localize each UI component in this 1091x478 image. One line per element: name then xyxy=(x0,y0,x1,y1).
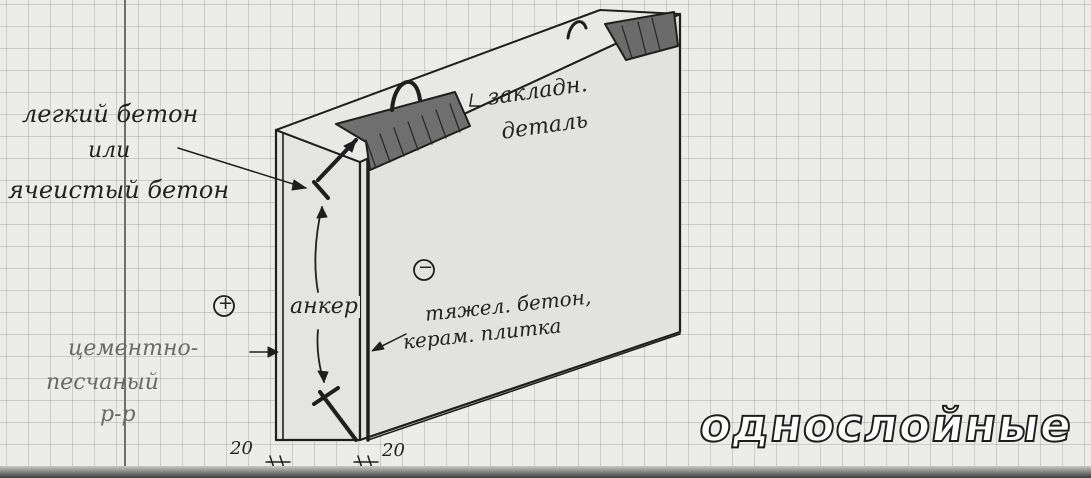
notebook-margin-line xyxy=(124,0,126,478)
anchor-bottom-arm xyxy=(318,390,358,442)
page-bottom-edge xyxy=(0,466,1091,478)
label-inner-layer-line3: р-р xyxy=(100,402,136,427)
label-inner-layer-line2: песчаный xyxy=(46,370,159,395)
leader-light-concrete xyxy=(177,147,307,189)
anchor-top-tick xyxy=(312,180,330,200)
panel-front-face xyxy=(274,128,362,442)
leader-embedded-part xyxy=(469,93,473,107)
minus-circle xyxy=(413,259,435,281)
anchor-bottom-tick xyxy=(312,386,340,406)
leader-light-concrete-arrowhead xyxy=(291,179,307,191)
label-inner-layer-line1: цементно- xyxy=(68,336,199,361)
anchor-upper-arrowhead xyxy=(316,206,328,219)
dimension-right: 20 xyxy=(382,440,405,461)
embedded-part-hatching xyxy=(365,103,461,169)
plus-sign: + xyxy=(218,293,234,314)
outer-layer-bottom xyxy=(367,333,681,441)
diagram-title: однослойные xyxy=(695,397,1077,453)
embedded-part-back-hatching xyxy=(621,17,661,59)
lifting-loop-back xyxy=(566,20,588,40)
label-light-concrete: легкий бетон xyxy=(22,100,199,128)
minus-sign: − xyxy=(418,257,434,278)
leader-outer-layer-arrowhead xyxy=(371,341,385,352)
lifting-loop-front xyxy=(390,79,422,112)
label-anchor: анкер xyxy=(288,294,360,319)
anchor-lower-arrowhead xyxy=(317,370,329,383)
dimension-left: 20 xyxy=(230,438,253,459)
plus-circle xyxy=(213,295,235,317)
label-or: или xyxy=(88,138,131,163)
label-cellular-concrete: ячеистый бетон xyxy=(8,176,230,204)
anchor-top-arrowhead xyxy=(343,139,357,153)
leader-inner-layer-arrowhead xyxy=(267,346,279,358)
